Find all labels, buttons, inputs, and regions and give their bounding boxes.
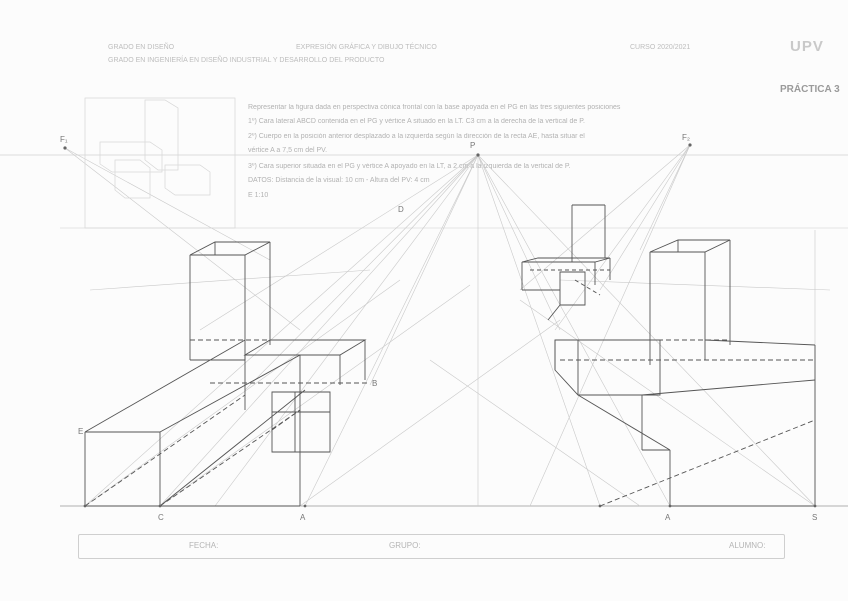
- left-solid: [84, 241, 367, 507]
- label-p: P: [470, 141, 475, 150]
- statement-line-4: vértice A a 7,5 cm del PV.: [248, 147, 328, 154]
- student-label: ALUMNO:: [729, 541, 766, 550]
- statement-line-3: 2º) Cuerpo en la posición anterior despl…: [248, 133, 585, 140]
- label-e: E: [78, 427, 83, 436]
- header-course: CURSO 2020/2021: [630, 44, 691, 51]
- statement-line-2: 1º) Cara lateral ABCD contenida en el PG…: [248, 118, 585, 125]
- label-b: B: [372, 379, 377, 388]
- statement-line-1: Representar la figura dada en perspectiv…: [248, 104, 621, 111]
- label-f1: F₁: [60, 135, 68, 144]
- header-degree-full: GRADO EN INGENIERÍA EN DISEÑO INDUSTRIAL…: [108, 57, 385, 64]
- left-hidden-edges: [84, 339, 370, 507]
- header-subject: EXPRESIÓN GRÁFICA Y DIBUJO TÉCNICO: [296, 44, 437, 51]
- upper-right-hidden: [530, 269, 610, 296]
- label-c-left: C: [158, 513, 164, 522]
- header-degree: GRADO EN DISEÑO: [108, 44, 175, 51]
- label-d: D: [398, 205, 404, 214]
- practice-title: PRÁCTICA 3: [780, 84, 840, 95]
- label-a-right: A: [665, 513, 671, 522]
- label-s-right: S: [812, 513, 817, 522]
- statement-line-5: 3º) Cara superior situada en el PG y vér…: [248, 163, 571, 170]
- marks: [63, 143, 817, 508]
- upper-right-solid: [521, 204, 611, 321]
- statement-data: DATOS: Distancia de la visual: 10 cm - A…: [248, 177, 430, 184]
- statement-scale: E 1:10: [248, 192, 269, 199]
- university-logo: UPV: [790, 38, 824, 55]
- construction-lines: [0, 144, 848, 507]
- label-a-left: A: [300, 513, 306, 522]
- right-solid: [554, 239, 816, 507]
- reference-figure: [84, 97, 236, 229]
- student-info-box: ALUMNO: GRUPO: FECHA:: [78, 534, 785, 559]
- group-label: GRUPO:: [389, 541, 421, 550]
- date-label: FECHA:: [189, 541, 219, 550]
- label-f2: F₂: [682, 133, 690, 142]
- right-hidden-edges: [560, 339, 816, 507]
